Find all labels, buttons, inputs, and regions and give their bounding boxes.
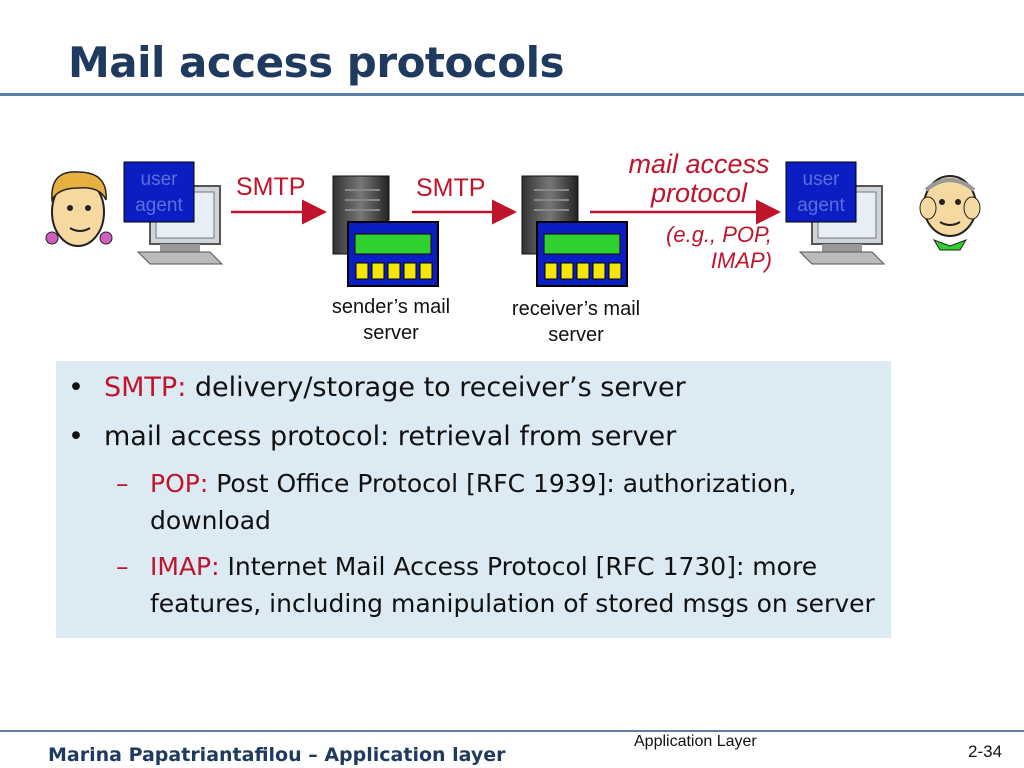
left-user-agent-label: user agent bbox=[125, 167, 193, 219]
sub-bullet-imap-cont: features, including manipulation of stor… bbox=[150, 589, 875, 618]
footer-author: Marina Papatriantafilou – Application la… bbox=[48, 744, 506, 766]
sub-bullet-pop-cont: download bbox=[150, 506, 271, 535]
bullet-mail-access: mail access protocol: retrieval from ser… bbox=[104, 421, 676, 452]
right-user-agent-label: user agent bbox=[787, 167, 855, 219]
sub-bullet-imap: IMAP: Internet Mail Access Protocol [RFC… bbox=[150, 552, 817, 581]
footer-divider bbox=[0, 730, 1024, 732]
right-computer-icon bbox=[785, 161, 886, 265]
right-user-person-icon bbox=[919, 175, 981, 251]
sub-bullet-text: Internet Mail Access Protocol [RFC 1730]… bbox=[219, 552, 818, 581]
content-box bbox=[56, 361, 891, 638]
ua-label-line: agent bbox=[797, 195, 845, 216]
server-label-line: server bbox=[363, 322, 419, 344]
smtp-label-2: SMTP bbox=[416, 174, 486, 202]
access-label-line: mail access bbox=[628, 149, 770, 179]
ua-label-line: user bbox=[140, 169, 178, 190]
page-number: 2-34 bbox=[968, 742, 1003, 761]
smtp-label-1: SMTP bbox=[236, 173, 306, 201]
bullet-marker: • bbox=[68, 372, 84, 403]
bullet-text: mail access protocol: retrieval from ser… bbox=[104, 421, 677, 452]
sub-bullet-text: Post Office Protocol [RFC 1939]: authori… bbox=[208, 469, 797, 498]
access-example-line: IMAP) bbox=[710, 248, 772, 273]
ua-label-line: user bbox=[802, 169, 840, 190]
mail-access-protocol-label: mail access protocol bbox=[604, 150, 794, 208]
sub-bullet-marker: – bbox=[116, 469, 129, 498]
left-computer-icon bbox=[123, 161, 224, 265]
access-example-line: (e.g., POP, bbox=[666, 222, 772, 247]
sender-server-label: sender’s mail server bbox=[308, 294, 474, 346]
access-example-label: (e.g., POP, IMAP) bbox=[632, 222, 772, 274]
ua-label-line: agent bbox=[135, 195, 183, 216]
slide-title: Mail access protocols bbox=[68, 38, 565, 87]
footer-section: Application Layer bbox=[634, 733, 757, 750]
server-label-line: server bbox=[548, 324, 604, 346]
sender-mail-server-icon bbox=[332, 175, 439, 287]
server-label-line: sender’s mail bbox=[331, 296, 451, 318]
server-label-line: receiver’s mail bbox=[511, 298, 641, 320]
sub-bullet-term: IMAP: bbox=[150, 552, 220, 581]
left-user-person-icon bbox=[45, 171, 113, 247]
bullet-term: SMTP: bbox=[104, 372, 187, 403]
receiver-server-label: receiver’s mail server bbox=[488, 296, 664, 348]
receiver-mail-server-icon bbox=[521, 175, 628, 287]
title-divider bbox=[0, 93, 1024, 96]
bullet-smtp: SMTP: delivery/storage to receiver’s ser… bbox=[104, 372, 686, 403]
sub-bullet-pop: POP: Post Office Protocol [RFC 1939]: au… bbox=[150, 469, 796, 498]
mail-access-diagram bbox=[45, 161, 981, 287]
sub-bullet-term: POP: bbox=[150, 469, 209, 498]
bullet-marker: • bbox=[68, 421, 84, 452]
access-label-line: protocol bbox=[650, 178, 748, 208]
sub-bullet-marker: – bbox=[116, 552, 129, 581]
bullet-text: delivery/storage to receiver’s server bbox=[186, 372, 686, 403]
